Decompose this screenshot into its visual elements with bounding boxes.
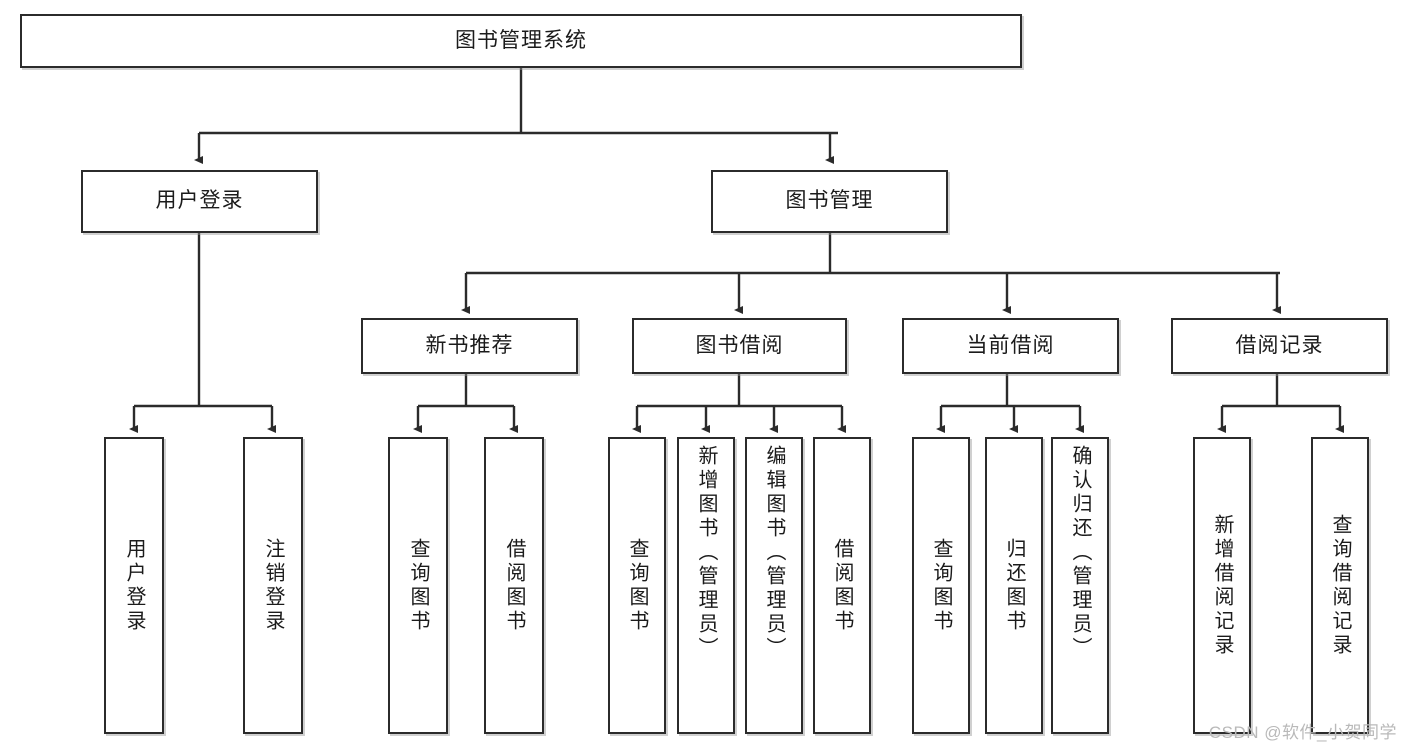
node-leaf-edit-book[interactable]: 编辑图书（管理员） — [745, 437, 803, 734]
node-book-borrow[interactable]: 图书借阅 — [632, 318, 847, 374]
node-root[interactable]: 图书管理系统 — [20, 14, 1022, 68]
node-leaf-query-borrow-record-label: 查询借阅记录 — [1329, 513, 1351, 658]
node-new-book-recommend[interactable]: 新书推荐 — [361, 318, 578, 374]
node-leaf-return-book[interactable]: 归还图书 — [985, 437, 1043, 734]
node-leaf-confirm-return[interactable]: 确认归还（管理员） — [1051, 437, 1109, 734]
node-leaf-user-login-label: 用户登录 — [123, 537, 145, 634]
node-leaf-borrow-book-2[interactable]: 借阅图书 — [813, 437, 871, 734]
node-leaf-add-borrow-record[interactable]: 新增借阅记录 — [1193, 437, 1251, 734]
node-leaf-confirm-return-label: 确认归还（管理员） — [1069, 445, 1091, 661]
node-root-label: 图书管理系统 — [455, 28, 587, 52]
node-leaf-add-book[interactable]: 新增图书（管理员） — [677, 437, 735, 734]
node-leaf-query-book-3[interactable]: 查询图书 — [912, 437, 970, 734]
node-leaf-query-book-2-label: 查询图书 — [626, 537, 648, 634]
node-user-login-label: 用户登录 — [155, 189, 244, 213]
node-leaf-add-book-label: 新增图书（管理员） — [695, 445, 717, 661]
node-leaf-return-book-label: 归还图书 — [1003, 537, 1025, 634]
node-leaf-query-book-2[interactable]: 查询图书 — [608, 437, 666, 734]
node-leaf-borrow-book-1-label: 借阅图书 — [503, 537, 525, 634]
node-leaf-query-book-1[interactable]: 查询图书 — [388, 437, 448, 734]
node-user-login[interactable]: 用户登录 — [81, 170, 318, 233]
connectors — [129, 68, 1344, 433]
node-current-borrow[interactable]: 当前借阅 — [902, 318, 1119, 374]
node-book-borrow-label: 图书借阅 — [695, 333, 784, 357]
node-leaf-logout[interactable]: 注销登录 — [243, 437, 303, 734]
node-leaf-edit-book-label: 编辑图书（管理员） — [763, 445, 785, 661]
node-leaf-query-book-1-label: 查询图书 — [407, 537, 429, 634]
node-book-manage[interactable]: 图书管理 — [711, 170, 948, 233]
node-borrow-record[interactable]: 借阅记录 — [1171, 318, 1388, 374]
node-leaf-query-borrow-record[interactable]: 查询借阅记录 — [1311, 437, 1369, 734]
node-new-book-recommend-label: 新书推荐 — [425, 333, 514, 357]
node-leaf-query-book-3-label: 查询图书 — [930, 537, 952, 634]
node-leaf-user-login[interactable]: 用户登录 — [104, 437, 164, 734]
node-leaf-add-borrow-record-label: 新增借阅记录 — [1211, 513, 1233, 658]
node-leaf-borrow-book-1[interactable]: 借阅图书 — [484, 437, 544, 734]
node-current-borrow-label: 当前借阅 — [966, 333, 1055, 357]
node-borrow-record-label: 借阅记录 — [1235, 333, 1324, 357]
node-book-manage-label: 图书管理 — [785, 189, 874, 213]
node-leaf-borrow-book-2-label: 借阅图书 — [831, 537, 853, 634]
csdn-watermark: CSDN @软件_小贺同学 — [1208, 723, 1397, 742]
node-leaf-logout-label: 注销登录 — [262, 537, 284, 634]
